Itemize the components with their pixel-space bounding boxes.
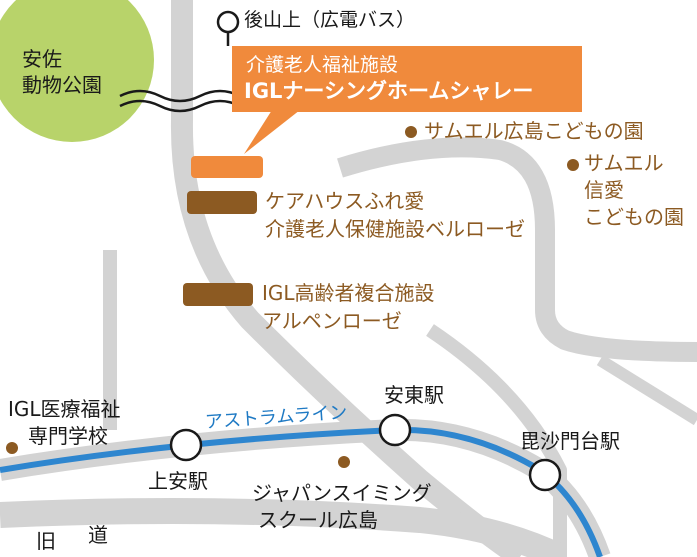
samuel-shinai-line1: サムエル [584,151,664,175]
astram-line [0,426,603,557]
old-road [0,498,566,557]
station-yasuhigashi-icon [378,413,412,447]
station-bishamondai-label: 毘沙門台駅 [520,429,620,453]
old-road-char-2: 道 [88,523,108,547]
facility-1-line2: 介護老人保健施設ベルローゼ [265,217,525,241]
igl-school-line1: IGL医療福祉 [8,397,121,421]
diagonal-road [426,324,567,557]
facility-marker-1 [187,191,257,214]
facility-1-line1: ケアハウスふれ愛 [265,189,425,213]
callout-pointer [244,110,300,154]
highlight-callout [232,46,582,112]
station-kamiyasu-icon [169,428,203,462]
highlight-label-line1: 介護老人福祉施設 [246,54,399,76]
landmark-dot-samuel-shinai [567,159,579,171]
park-label-line1: 安佐 [22,47,62,71]
samuel-shinai-line3: こどもの園 [584,205,684,229]
old-road-char-1: 旧 [36,529,56,553]
swimming-line2: スクール広島 [258,508,378,532]
highlight-marker [191,156,263,178]
station-kamiyasu-label: 上安駅 [148,469,208,493]
station-bishamondai-icon [528,458,562,492]
facility-2-line1: IGL高齢者複合施設 [262,281,435,305]
landmark-dot-samuel-hiroshima [405,126,417,138]
swimming-line1: ジャパンスイミング [252,481,432,505]
facility-marker-2 [183,283,253,306]
landmark-dot-igl-school [6,442,18,454]
wavy-break-1 [119,89,241,103]
east-road [337,137,697,362]
wavy-break-2 [119,99,241,113]
park-label-line2: 動物公園 [22,73,102,97]
facility-2-line2: アルペンローゼ [262,309,402,333]
landmark-dot-swimming [338,456,350,468]
station-yasuhigashi-label: 安東駅 [384,383,444,407]
igl-school-line2: 専門学校 [28,424,108,448]
bus-stop-label: 後山上（広電バス） [244,9,416,31]
highlight-label-line2: IGLナーシングホームシャレー [244,79,534,103]
samuel-hiroshima-label: サムエル広島こどもの園 [424,119,644,143]
bus-stop-pin-icon [216,10,240,46]
samuel-shinai-line2: 信愛 [584,178,624,202]
side-road [596,354,697,426]
park-area [0,0,154,142]
